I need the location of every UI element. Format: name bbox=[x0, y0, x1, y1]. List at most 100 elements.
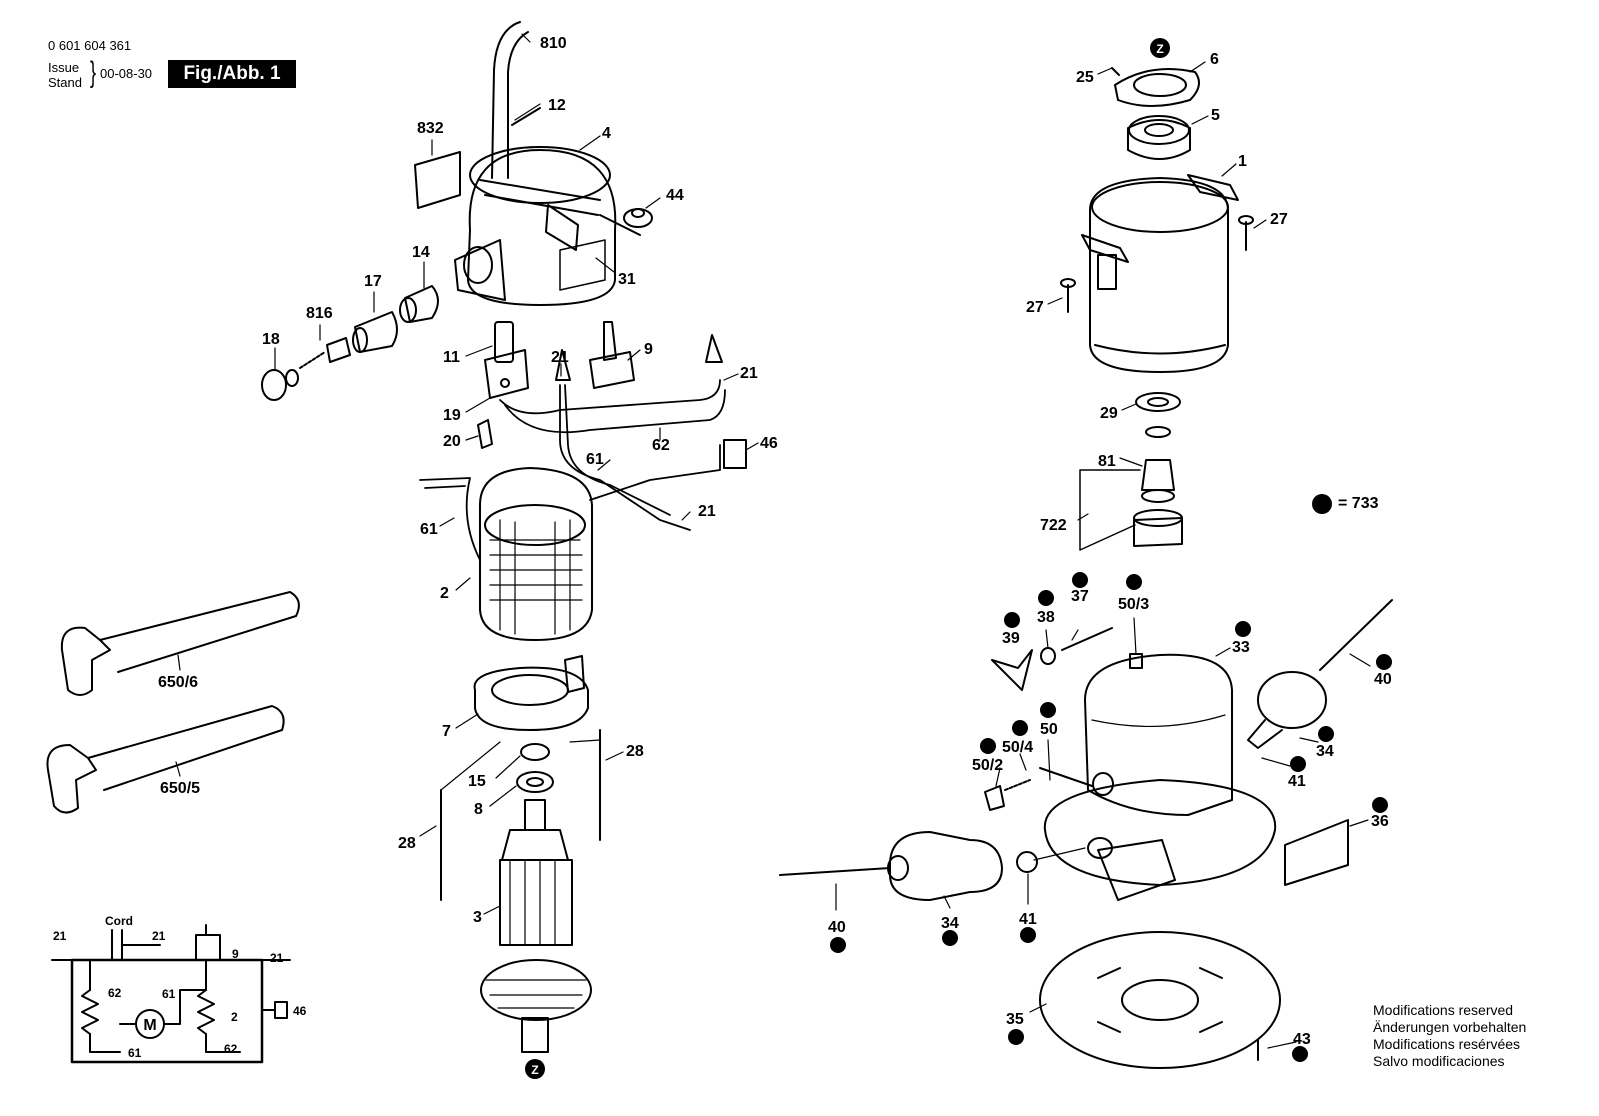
callout-27b: 27 bbox=[1026, 299, 1044, 316]
nut-50-3 bbox=[1129, 653, 1143, 669]
callout-19: 19 bbox=[443, 407, 461, 424]
callout-29: 29 bbox=[1100, 405, 1118, 422]
knob-34-left bbox=[887, 831, 1003, 901]
motor-housing bbox=[454, 146, 617, 306]
callout-15: 15 bbox=[468, 773, 486, 790]
lockwasher-41 bbox=[1016, 851, 1038, 873]
wiring-9: 9 bbox=[232, 947, 239, 961]
callout-28a: 28 bbox=[626, 743, 644, 760]
sub-base-35 bbox=[1039, 931, 1281, 1069]
leader-lines bbox=[175, 33, 1371, 1049]
wrench-650-5 bbox=[46, 705, 285, 814]
nut-44 bbox=[623, 208, 653, 228]
issue-label: Issue bbox=[48, 60, 80, 75]
armature bbox=[480, 799, 592, 1053]
stud-40-left bbox=[779, 867, 891, 876]
legend-text: = 733 bbox=[1338, 495, 1379, 512]
knob-34-right bbox=[1247, 671, 1327, 749]
callout-1: 1 bbox=[1238, 153, 1247, 170]
callout-37: 37 bbox=[1071, 588, 1089, 605]
wiring-cord-label: Cord bbox=[105, 914, 133, 928]
label-36 bbox=[1284, 819, 1349, 886]
note-fr: Modifications resérvées bbox=[1373, 1036, 1521, 1052]
wiring-62a: 62 bbox=[108, 986, 122, 1000]
callout-21c: 21 bbox=[698, 503, 716, 520]
callout-31: 31 bbox=[618, 271, 636, 288]
field-coil bbox=[479, 467, 593, 641]
callout-17: 17 bbox=[364, 273, 382, 290]
callout-38: 38 bbox=[1037, 609, 1055, 626]
callout-20: 20 bbox=[443, 433, 461, 450]
callout-8: 8 bbox=[474, 801, 483, 818]
callout-40b: 40 bbox=[828, 919, 846, 936]
wrench-650-6 bbox=[60, 591, 300, 696]
callout-3: 3 bbox=[473, 909, 482, 926]
callout-832: 832 bbox=[417, 120, 444, 137]
callout-33: 33 bbox=[1232, 639, 1250, 656]
note-en: Modifications reserved bbox=[1373, 1002, 1514, 1018]
bearing-holder bbox=[473, 655, 589, 731]
callout-2: 2 bbox=[440, 585, 449, 602]
callout-46: 46 bbox=[760, 435, 778, 452]
callout-41b: 41 bbox=[1019, 911, 1037, 928]
wiring-21c: 21 bbox=[270, 951, 284, 965]
brush-holder-parts bbox=[261, 285, 439, 401]
locking-pin-50 bbox=[984, 767, 1114, 811]
wiring-61b: 61 bbox=[128, 1046, 142, 1060]
z-marker-top: Z bbox=[1150, 38, 1170, 58]
ring-15 bbox=[520, 743, 550, 761]
stud-40-right bbox=[1319, 599, 1393, 671]
callout-650-6: 650/6 bbox=[158, 674, 198, 691]
callout-4: 4 bbox=[602, 125, 611, 142]
bearing-8 bbox=[516, 771, 554, 793]
svg-text:Z: Z bbox=[1156, 42, 1163, 56]
callout-21b: 21 bbox=[740, 365, 758, 382]
wiring-labels: Cord 21 21 21 9 62 61 2 46 61 62 M bbox=[53, 914, 307, 1060]
callout-810: 810 bbox=[540, 35, 567, 52]
callout-50-4: 50/4 bbox=[1002, 739, 1033, 756]
callout-7: 7 bbox=[442, 723, 451, 740]
callout-34b: 34 bbox=[941, 915, 959, 932]
washer-29 bbox=[1135, 392, 1181, 412]
router-base bbox=[1043, 653, 1277, 901]
wingnut-39 bbox=[991, 647, 1056, 691]
collet-722 bbox=[1133, 459, 1183, 547]
issue-date: 00-08-30 bbox=[100, 66, 153, 81]
legend-dot-icon bbox=[1312, 494, 1332, 514]
callout-14: 14 bbox=[412, 244, 430, 261]
note-es: Salvo modificaciones bbox=[1373, 1053, 1505, 1069]
part-number: 0 601 604 361 bbox=[48, 38, 132, 53]
wire-harness bbox=[419, 379, 726, 561]
bearing-5 bbox=[1127, 115, 1191, 160]
callout-18: 18 bbox=[262, 331, 280, 348]
switch-assembly bbox=[477, 321, 747, 469]
legend: = 733 bbox=[1312, 492, 1378, 516]
callout-62: 62 bbox=[652, 437, 670, 454]
screw-25 bbox=[1111, 67, 1120, 76]
callout-9: 9 bbox=[644, 341, 653, 358]
z-marker-bottom: Z bbox=[525, 1059, 545, 1079]
wiring-motor-symbol: M bbox=[143, 1017, 156, 1034]
wiring-schematic bbox=[51, 924, 291, 1064]
callout-40a: 40 bbox=[1374, 671, 1392, 688]
bearing-plate-6 bbox=[1114, 67, 1200, 107]
wiring-2: 2 bbox=[231, 1010, 238, 1024]
housing-1 bbox=[1081, 174, 1239, 373]
callout-816: 816 bbox=[306, 305, 333, 322]
callout-650-5: 650/5 bbox=[160, 780, 200, 797]
callout-25: 25 bbox=[1076, 69, 1094, 86]
power-cord bbox=[491, 21, 541, 179]
modification-notes: Modifications reserved Änderungen vorbeh… bbox=[1373, 1002, 1526, 1070]
callout-12: 12 bbox=[548, 97, 566, 114]
callout-50: 50 bbox=[1040, 721, 1058, 738]
wiring-21b: 21 bbox=[152, 929, 166, 943]
wiring-46: 46 bbox=[293, 1004, 307, 1018]
ring-81 bbox=[1145, 426, 1171, 438]
callout-35: 35 bbox=[1006, 1011, 1024, 1028]
wiring-62b: 62 bbox=[224, 1042, 238, 1056]
svg-text:Z: Z bbox=[531, 1063, 538, 1077]
wiring-21a: 21 bbox=[53, 929, 67, 943]
callout-50-3: 50/3 bbox=[1118, 596, 1149, 613]
